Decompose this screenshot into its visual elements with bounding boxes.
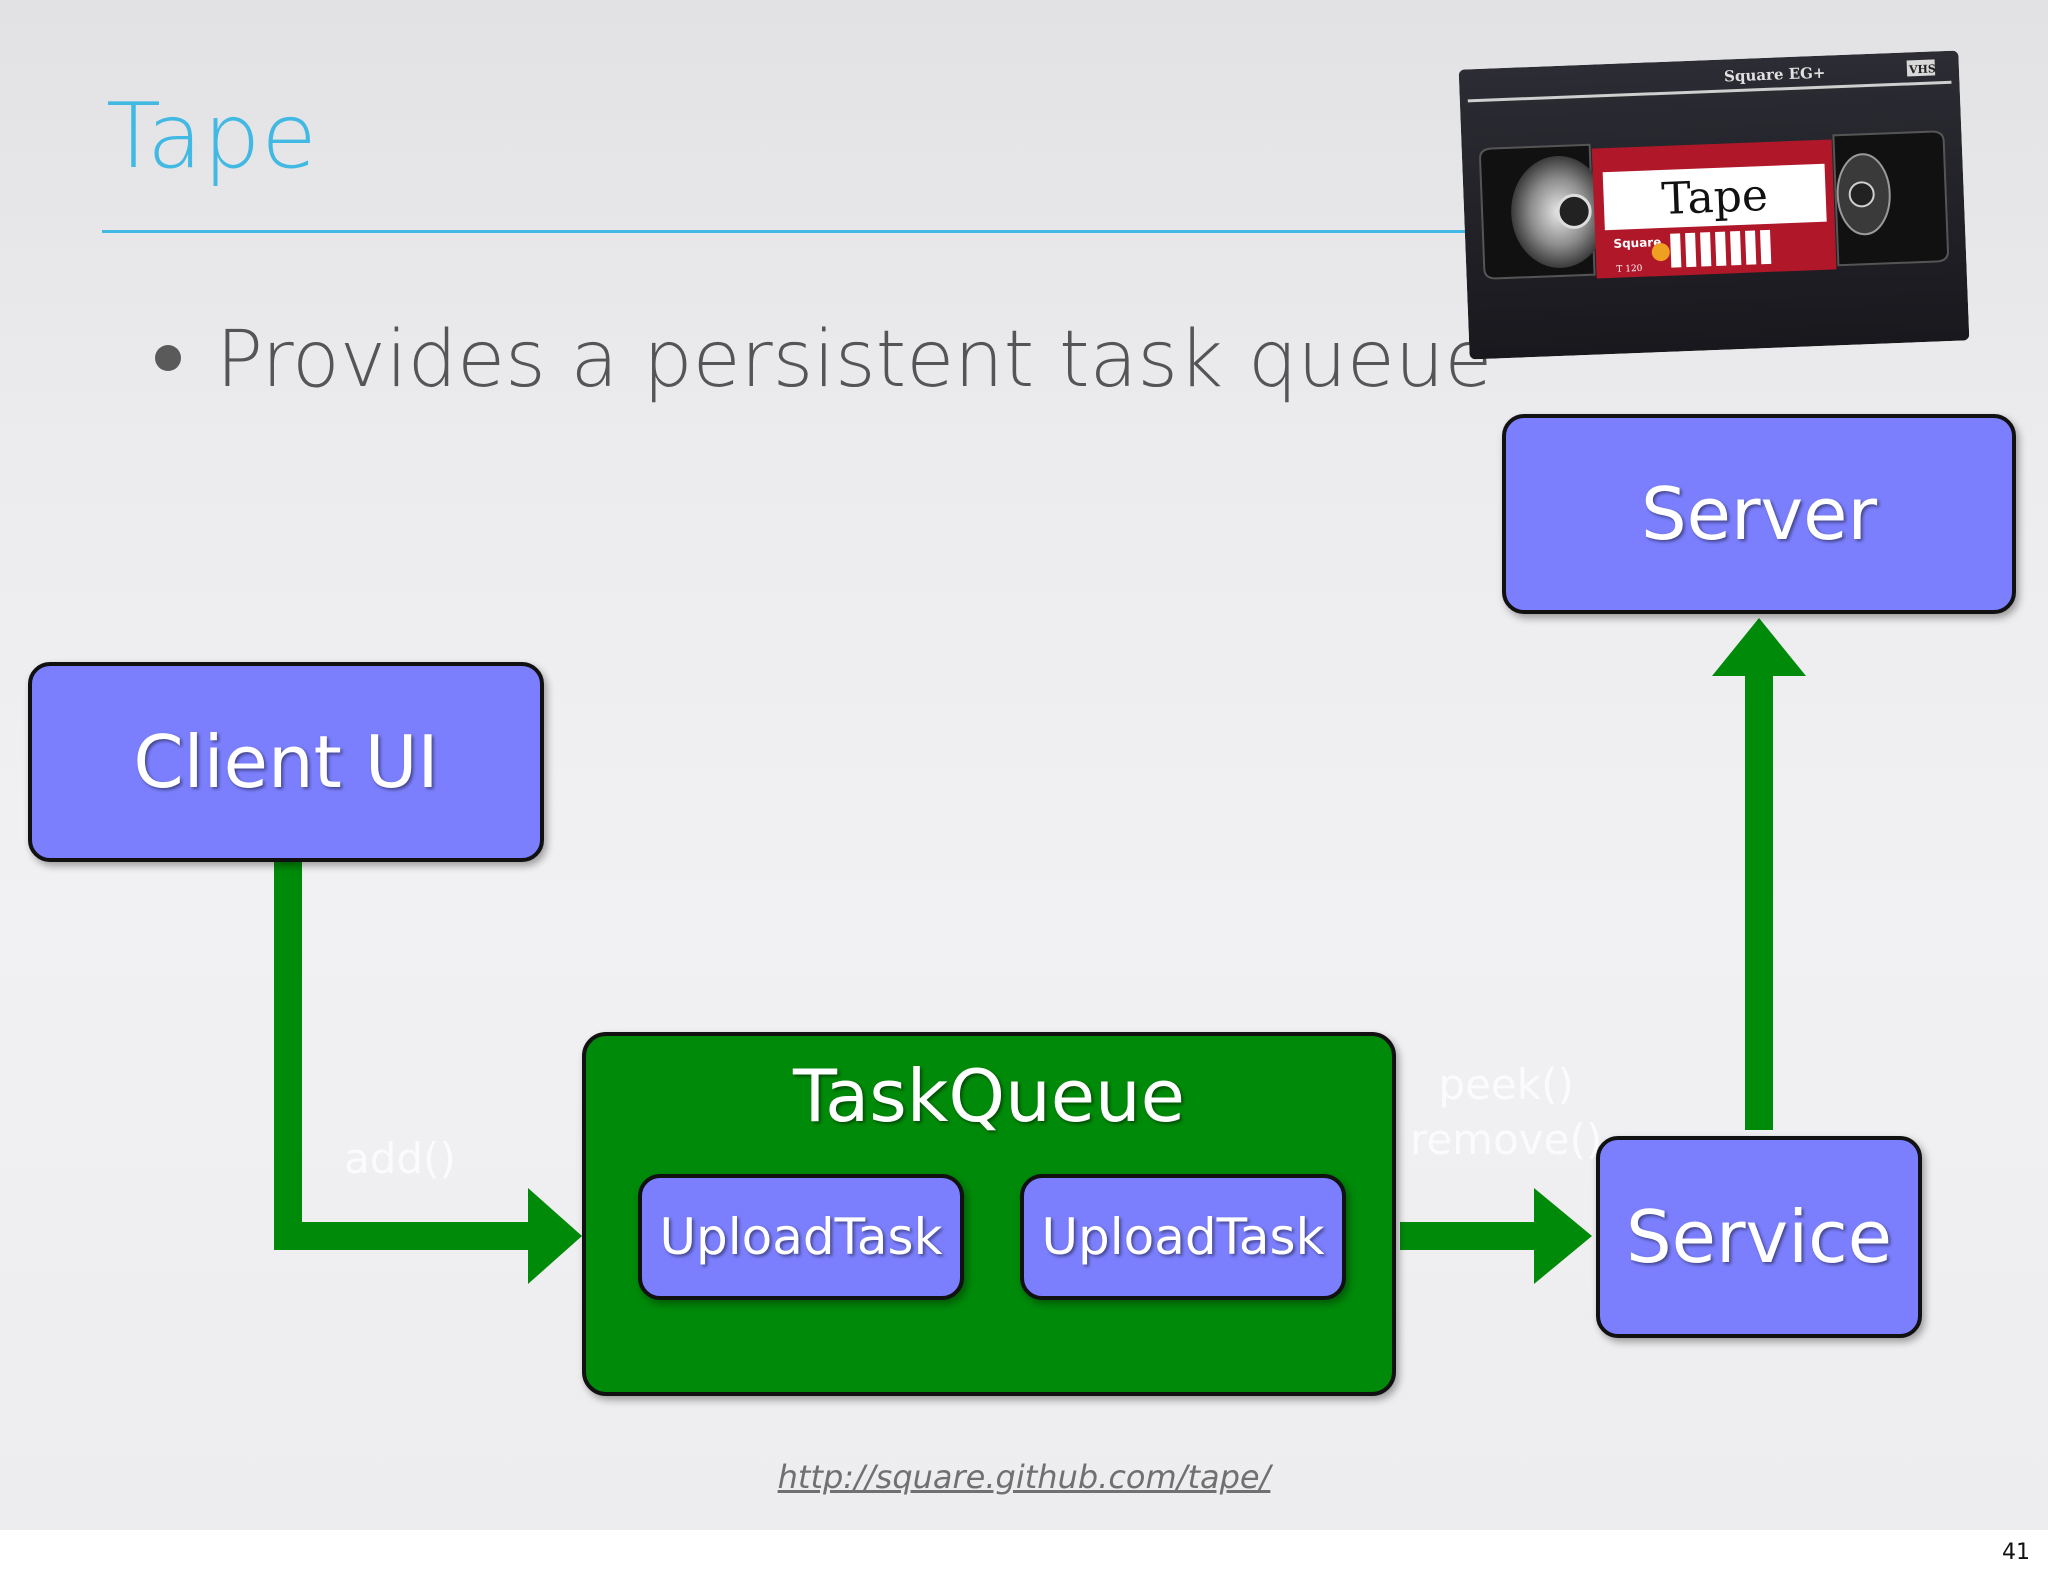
- bullet-icon: [155, 345, 181, 371]
- server-node: Server: [1502, 414, 2016, 614]
- upload-task-node: UploadTask: [1020, 1174, 1346, 1300]
- peek-label: peek(): [1438, 1060, 1574, 1109]
- flow-arrows: [274, 618, 1806, 1284]
- page-number: 41: [2002, 1540, 2030, 1565]
- task-queue-title: TaskQueue: [793, 1054, 1185, 1138]
- add-label: add(): [344, 1134, 456, 1183]
- peek-remove-arrow: [1400, 1188, 1592, 1284]
- task-queue-node: TaskQueue UploadTask UploadTask: [582, 1032, 1396, 1396]
- cassette-label-title: Tape: [1661, 170, 1769, 225]
- upload-task-node: UploadTask: [638, 1174, 964, 1300]
- slide: Tape Provides a persistent task queue Sq…: [0, 0, 2048, 1530]
- cassette-label-grade: T 120: [1616, 264, 1643, 275]
- bullet-text: Provides a persistent task queue: [216, 315, 1493, 405]
- add-arrow: [274, 862, 582, 1284]
- title-underline: [102, 230, 1482, 233]
- client-ui-node: Client UI: [28, 662, 544, 862]
- peek-remove-label: peek() remove(): [1410, 1058, 1602, 1167]
- cassette-format: VHS: [1908, 62, 1936, 76]
- service-node: Service: [1596, 1136, 1922, 1338]
- slide-title: Tape: [106, 84, 318, 189]
- tape-url-link[interactable]: http://square.github.com/tape/: [777, 1458, 1271, 1496]
- vhs-cassette-image: Square EG+ VHS Tape Square T 120: [1458, 50, 1970, 360]
- remove-label: remove(): [1410, 1114, 1603, 1164]
- service-to-server-arrow: [1712, 618, 1806, 1130]
- cassette-brand: Square EG+: [1724, 64, 1826, 86]
- cassette-label-brand: Square: [1613, 235, 1661, 251]
